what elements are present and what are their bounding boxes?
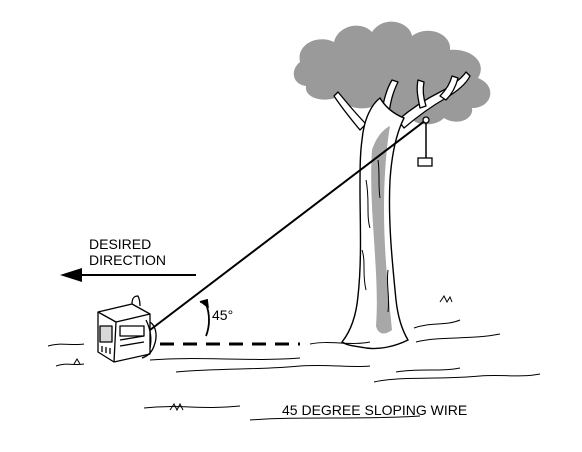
diagram-caption: 45 DEGREE SLOPING WIRE: [282, 402, 468, 418]
tree-trunk: [340, 96, 409, 350]
desired-direction-line1: DESIRED: [89, 236, 152, 252]
angle-arc: [199, 298, 210, 337]
desired-direction-label: DESIRED DIRECTION: [89, 236, 166, 268]
sloping-wire: [149, 119, 427, 331]
tree-foliage: [293, 21, 491, 125]
arrow-left-icon: [60, 268, 196, 282]
tree-branches: [333, 71, 471, 131]
desired-direction-line2: DIRECTION: [89, 252, 166, 268]
ground-lines: [47, 295, 541, 421]
radio-set-icon: [97, 295, 157, 363]
insulator-weight-icon: [417, 116, 433, 167]
angle-label: 45°: [212, 307, 234, 323]
